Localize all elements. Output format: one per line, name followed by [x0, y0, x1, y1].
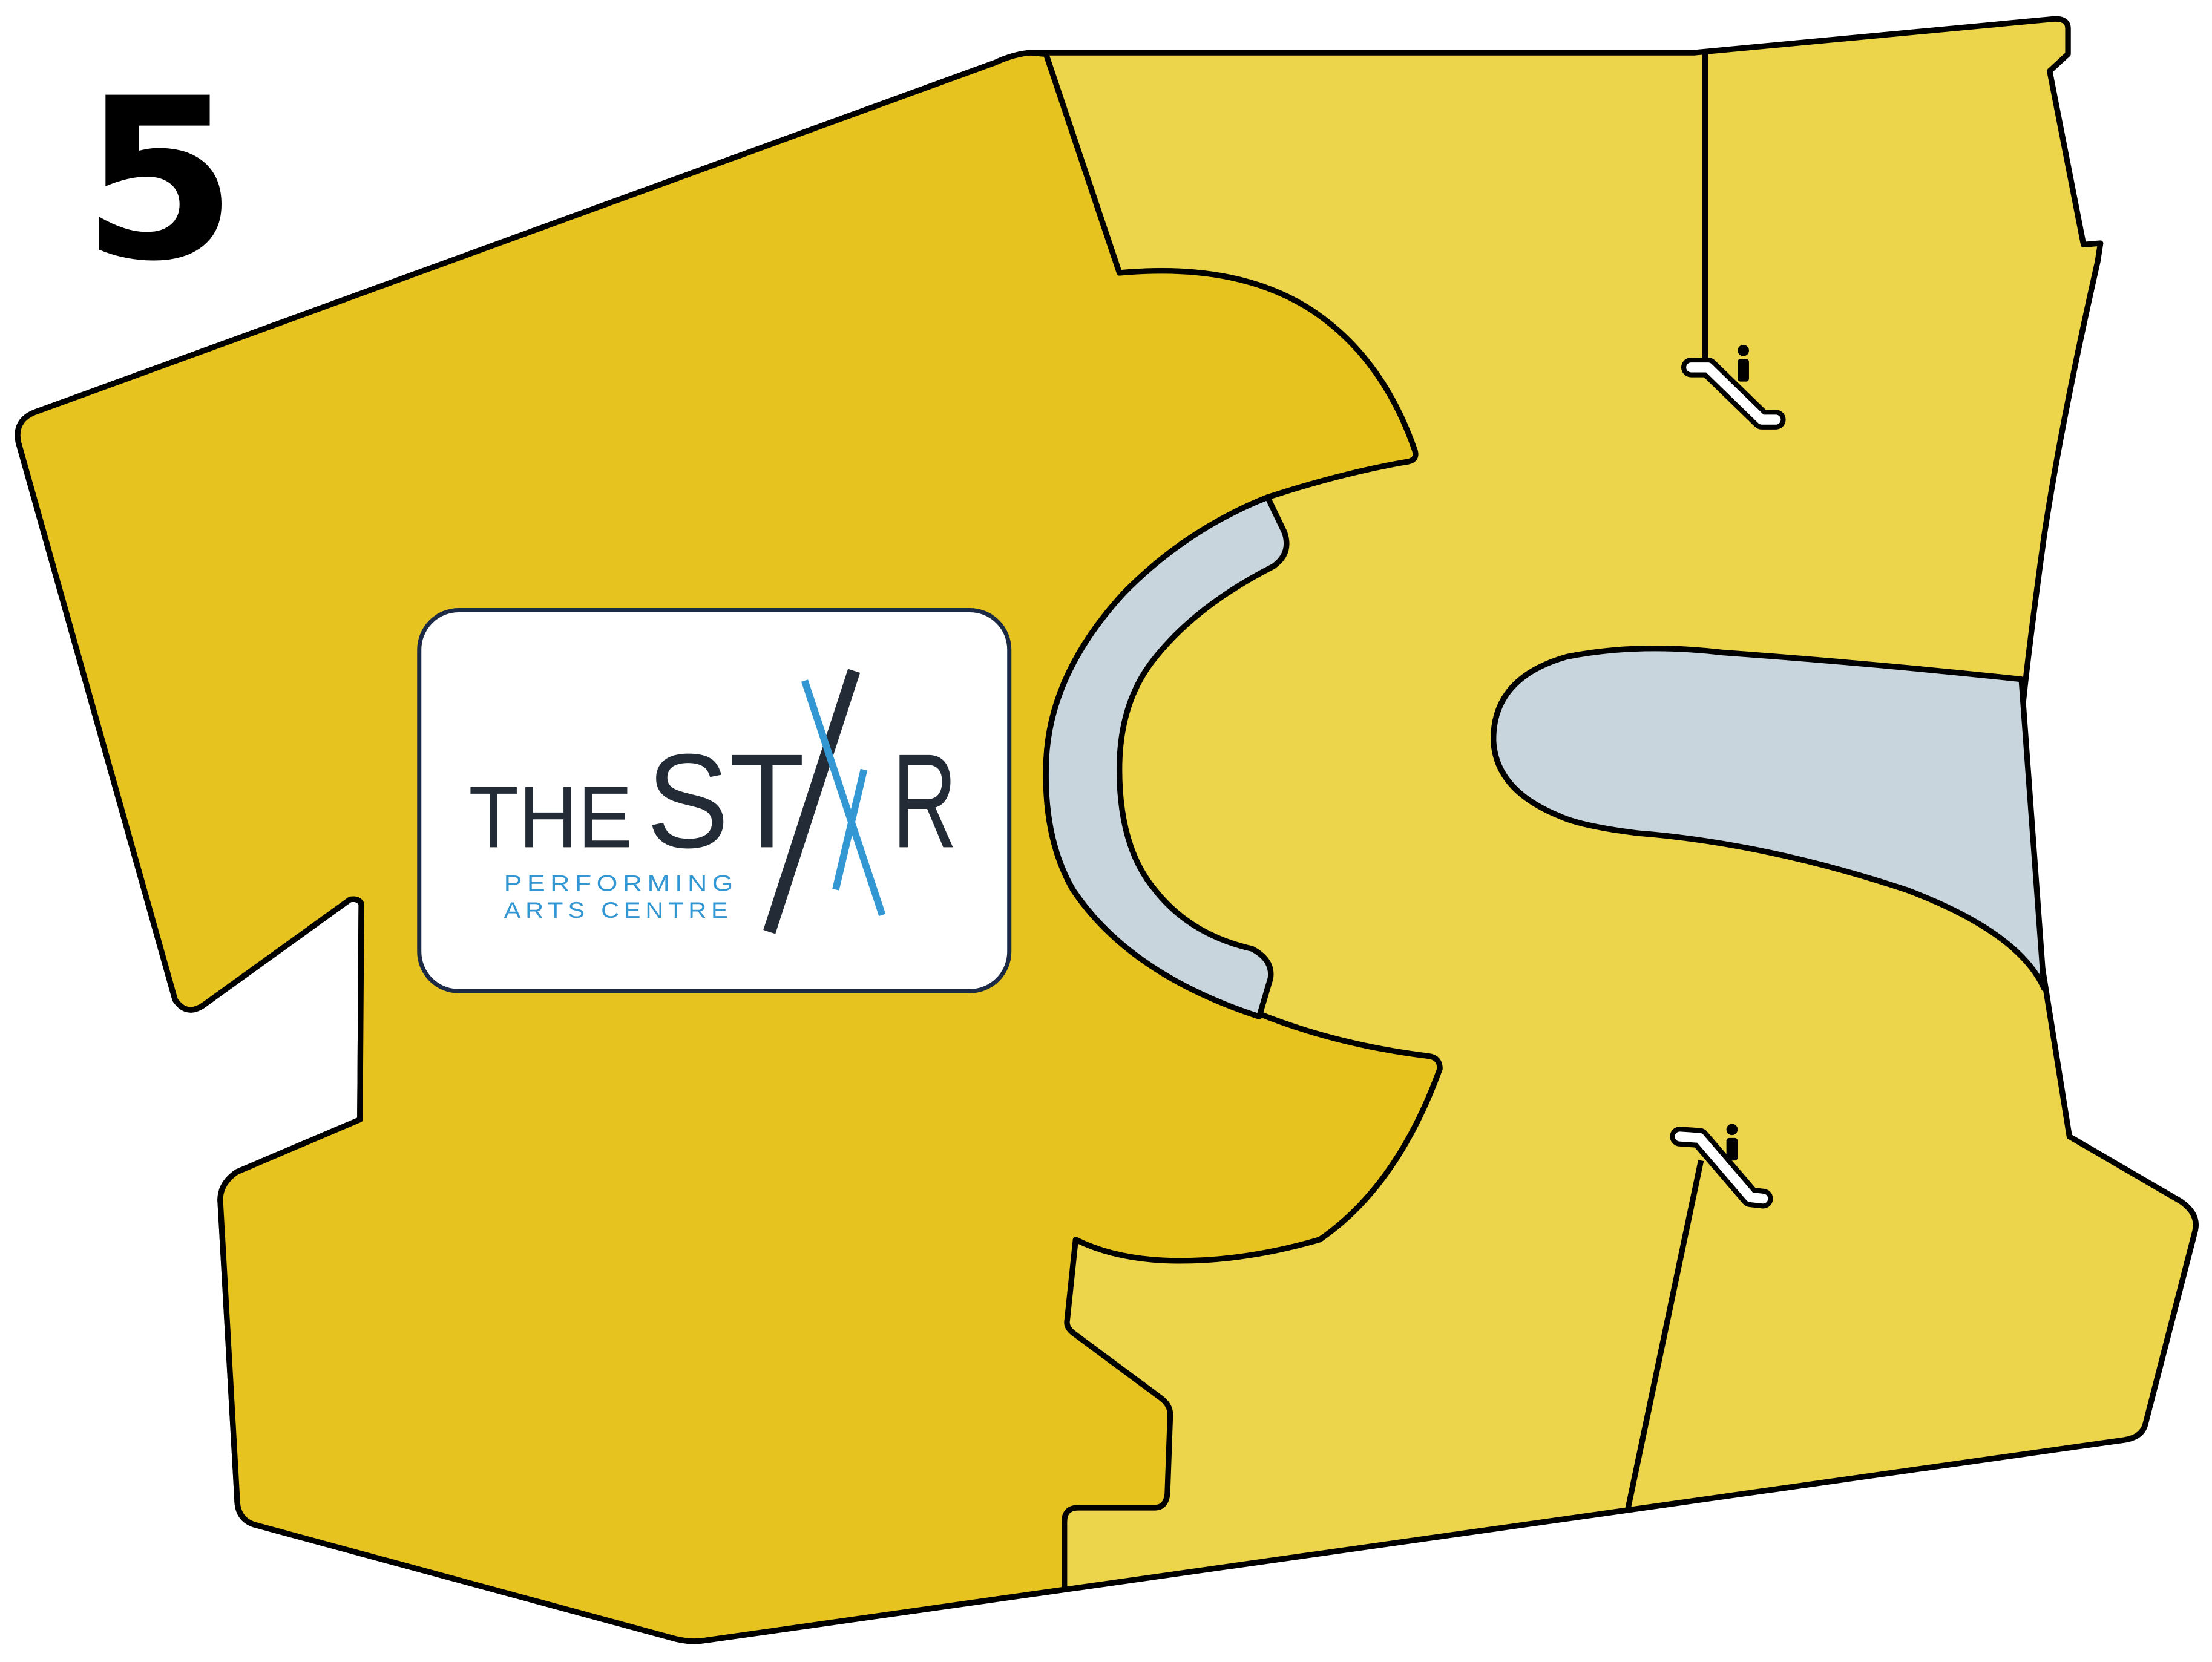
logo-star-stroke — [801, 679, 886, 917]
void-left — [1043, 494, 1290, 1019]
logo-star-stroke — [763, 669, 861, 934]
level-number: 5 — [82, 50, 237, 310]
logo-text-the: THE — [468, 768, 632, 866]
void-right — [1491, 646, 2047, 992]
logo-star-stroke — [832, 768, 868, 891]
divider-bottom — [1624, 1160, 1704, 1511]
logo-tagline-2: ARTS CENTRE — [504, 897, 733, 923]
logo-text-r: R — [892, 725, 957, 875]
venue-logo-card[interactable]: THE ST R PERFORMING ARTS CENTRE — [417, 607, 1012, 993]
escalator-icon[interactable] — [1670, 1124, 1773, 1209]
logo-tagline-1: PERFORMING — [504, 871, 738, 896]
logo-text-st: ST — [646, 725, 804, 875]
escalator-icon[interactable] — [1681, 344, 1786, 430]
